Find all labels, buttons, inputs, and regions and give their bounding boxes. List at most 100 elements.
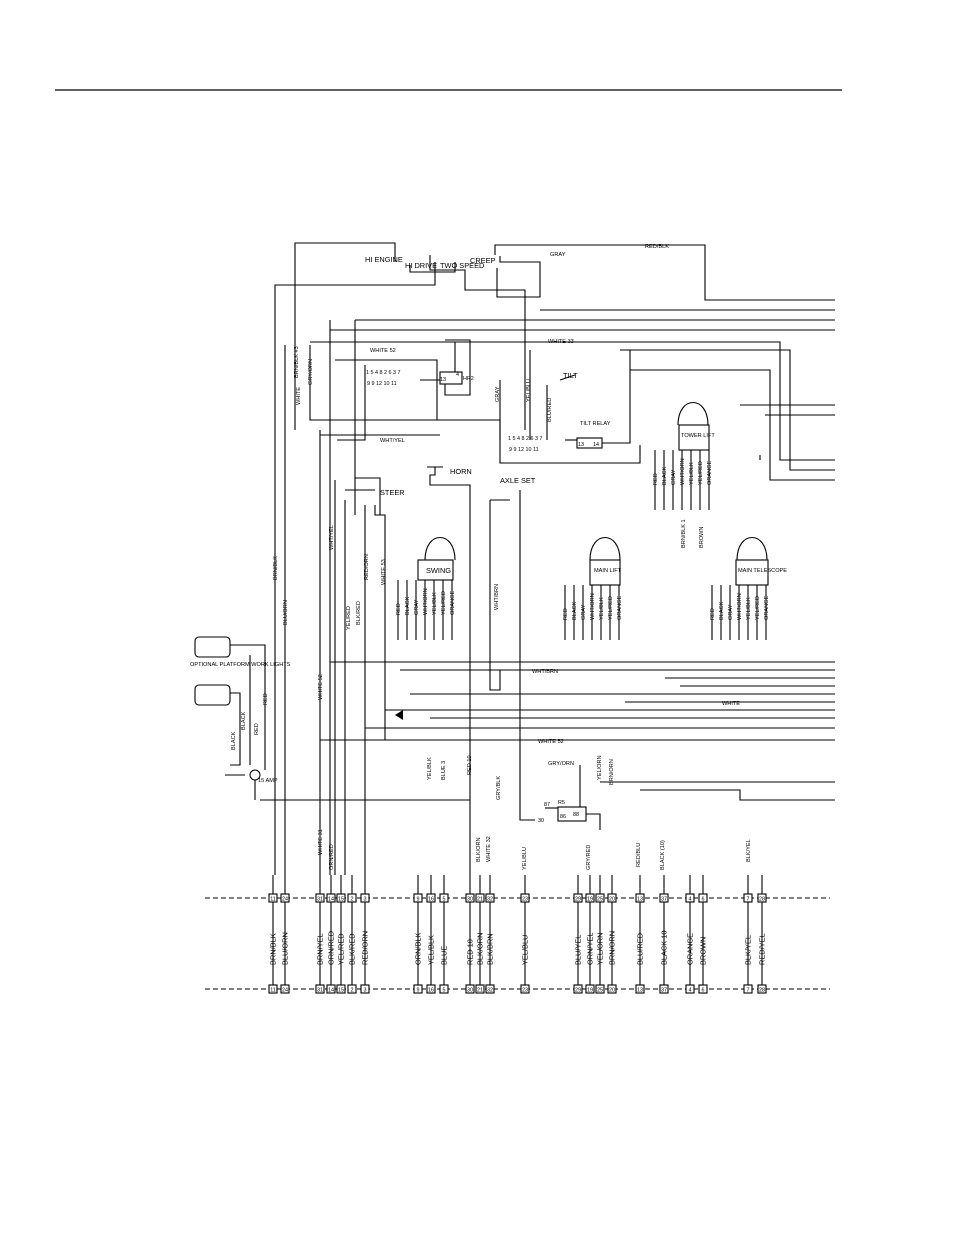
bottom-wire-label: YEL/RED [337,933,346,965]
connector-pin-bottom-28 [757,984,767,994]
connector-pin-top-14 [326,893,336,903]
wire-label-brn-blk: BRN/BLK [273,556,279,580]
connector-pin-bottom-label: 5 [443,988,446,994]
left-bus [284,320,356,875]
main-lift-wire-label: YEL/BLK [599,597,605,620]
connector-pin-bottom-label: 19 [587,988,593,994]
wire-label-blk-yel: BLK/YEL [746,839,752,862]
tilt-relay-label: TILT RELAY [580,421,611,427]
horn-label: HORN [450,467,472,476]
connector-pin-top-21 [475,893,485,903]
connector-pin-bottom-label: 4 [689,988,692,994]
wire-label-red-blu: RED/BLU [636,843,642,867]
connector-pin-top-label: 25 [597,897,603,903]
bottom-wire-label: BLU/ORN [281,932,290,965]
connector-pin-bottom-label: 24 [282,988,288,994]
connector-pin-bottom-6 [698,984,708,994]
connector-pin-top-label: 7 [747,897,750,903]
connector-pin-bottom-25 [595,984,605,994]
axle-set-label: AXLE SET [500,476,536,485]
wire-label-wht-brn: WHT/BRN [494,584,500,610]
tilt-pins-bottom: 9 9 12 10 11 [509,447,539,453]
bottom-wire-label: BRN/BLK [269,933,278,965]
connector-pin-bottom-label: 20 [609,988,615,994]
wire-label-brn-blk-1: BRN/BLK 1 [681,519,687,548]
connector-pin-bottom-label: 9 [417,988,420,994]
wire-label-wht-brn-h: WHT/BRN [532,669,558,675]
connector-pin-top-20 [607,893,617,903]
bottom-wire-label: ORN/RED [327,931,336,965]
main-lift-wire-label: GRAY [581,604,587,620]
connector-pin-bottom-5 [439,984,449,994]
tilt-pin-14: 14 [593,442,599,448]
r5-relay [545,765,601,830]
main-telescope-label: MAIN TELESCOPE [738,568,787,574]
connector-pin-bottom-label: 32 [487,988,493,994]
hi-drive-label: HI DRIVE [405,261,437,270]
tower-lift-wire-label: BLACK [662,466,668,485]
hr2-relay [309,339,471,441]
fuse-label: 15 AMP [258,778,278,784]
bottom-wire-label: BLK/BRN [486,933,495,965]
bottom-wire-label: BLACK 10 [660,930,669,965]
connector-pin-top-label: 11 [270,897,276,903]
connector-pin-top-label: 24 [282,897,288,903]
bottom-wire-label: BLK/YEL [744,935,753,965]
connector-pin-bottom-24 [280,984,290,994]
connector-pin-top-label: 20 [609,897,615,903]
connector-pin-top-label: 2 [351,897,354,903]
connector-pin-bottom-2 [347,984,357,994]
tower-lift-wire-label: ORANGE [707,460,713,485]
wire-label-gray: GRAY [550,252,566,258]
connector-pin-top-31 [315,893,325,903]
bottom-wire-label: YEL/ORN [596,933,605,965]
connector-pin-top-30 [465,893,475,903]
wire-label-gry-blk: GRY/BLK [496,776,502,800]
hr2-pins-bottom: 9 9 12 10 11 [367,381,397,387]
r5-pin-87: 87 [544,802,550,808]
connector-pin-top-label: 4 [689,897,692,903]
tilt-pin-13: 13 [578,442,584,448]
connector-pin-bottom-label: 21 [477,988,483,994]
swing-wire-label: ORANGE [450,590,456,615]
wire-label-wht-yel: WHT/YEL [380,438,405,444]
connector-pin-bottom-label: 13 [637,988,643,994]
bottom-wire-label: ORN/YEL [586,933,595,965]
connector-pin-bottom-14 [326,984,336,994]
hr2-pin-13: 13 [440,377,446,383]
connector-pin-top-label: 37 [661,897,667,903]
swing-wire-label: RED [396,603,402,615]
wire-label-blu-red: BLU/RED [547,398,553,422]
connector-pin-bottom-label: 11 [270,988,276,994]
connector-pin-bottom-label: 25 [597,988,603,994]
connector-pin-top-3 [360,893,370,903]
connector-pin-bottom-37 [659,984,669,994]
wire-label-blue-3: BLUE 3 [441,761,447,780]
connector-pin-bottom-13 [635,984,645,994]
main-telescope-wire-label: WHT/ORN [737,593,743,620]
main-telescope-wire-label: ORANGE [764,595,770,620]
wire-label-white-32: WHITE 32 [486,836,492,862]
connector-pin-top-29 [573,893,583,903]
work-lights-label: OPTIONAL PLATFORM WORK LIGHTS [190,662,291,668]
steer-switch [344,477,386,875]
swing-label: SWING [426,566,451,575]
bottom-wire-label: BLK/RED [348,933,357,965]
wire-label-black-l2: BLACK [241,711,247,730]
bottom-wire-label: BRN/ORN [608,931,617,965]
connector-pin-bottom-label: 7 [747,988,750,994]
bottom-wire-label: BLUE [440,946,449,965]
wire-label-blu-orn: BLU/ORN [283,600,289,625]
connector-pin-top-label: 14 [328,897,334,903]
r5-pin-86: 86 [560,814,566,820]
connector-pin-top-28 [757,893,767,903]
wire-label-orn-red: ORN/RED [329,844,335,870]
connector-pin-top-9 [413,893,423,903]
main-telescope-wire-label: BLACK [719,601,725,620]
hi-engine-label: HI ENGINE [365,255,403,264]
connector-pin-top-24 [280,893,290,903]
connector-pin-bottom-label: 15 [338,988,344,994]
connector-pin-top-label: 13 [637,897,643,903]
